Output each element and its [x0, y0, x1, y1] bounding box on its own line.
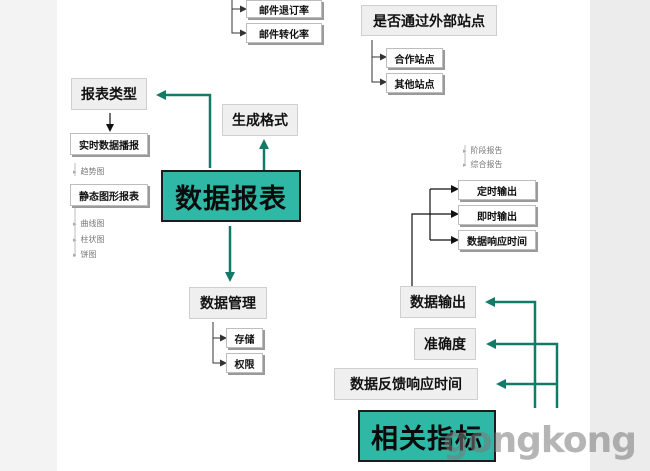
node-external-sites: 是否通过外部站点 [361, 5, 497, 36]
node-scheduled-output: 定时输出 [458, 180, 536, 200]
node-data-management: 数据管理 [189, 287, 267, 319]
node-data-output: 数据输出 [400, 286, 476, 318]
node-response-time: 数据响应时间 [458, 230, 536, 250]
node-partner-sites: 合作站点 [386, 48, 443, 68]
node-output-format: 生成格式 [222, 104, 298, 136]
leaf-summary-report: 综合报告 [463, 159, 503, 170]
leaf-pie-chart: 饼图 [73, 249, 97, 260]
node-conversion-rate: 邮件转化率 [246, 23, 322, 43]
node-storage: 存储 [226, 328, 263, 348]
node-realtime-report: 实时数据播报 [70, 133, 148, 155]
node-other-sites: 其他站点 [386, 73, 443, 93]
leaf-trend-chart: 趋势图 [73, 166, 105, 177]
node-feedback-time: 数据反馈响应时间 [334, 368, 478, 400]
node-instant-output: 即时输出 [458, 205, 536, 225]
node-static-chart-report: 静态图形报表 [70, 184, 148, 206]
node-permission: 权限 [226, 353, 263, 373]
watermark-logo: gongkong [443, 420, 637, 461]
leaf-curve-chart: 曲线图 [73, 218, 105, 229]
node-data-report: 数据报表 [161, 170, 301, 222]
leaf-column-chart: 柱状图 [73, 234, 105, 245]
leaf-stage-report: 阶段报告 [463, 145, 503, 156]
node-related-metrics: 相关指标 [358, 410, 496, 462]
node-unsubscribe-rate: 邮件退订率 [246, 0, 322, 18]
node-report-type: 报表类型 [71, 78, 147, 110]
node-accuracy: 准确度 [414, 328, 476, 360]
page-margin [590, 0, 650, 471]
